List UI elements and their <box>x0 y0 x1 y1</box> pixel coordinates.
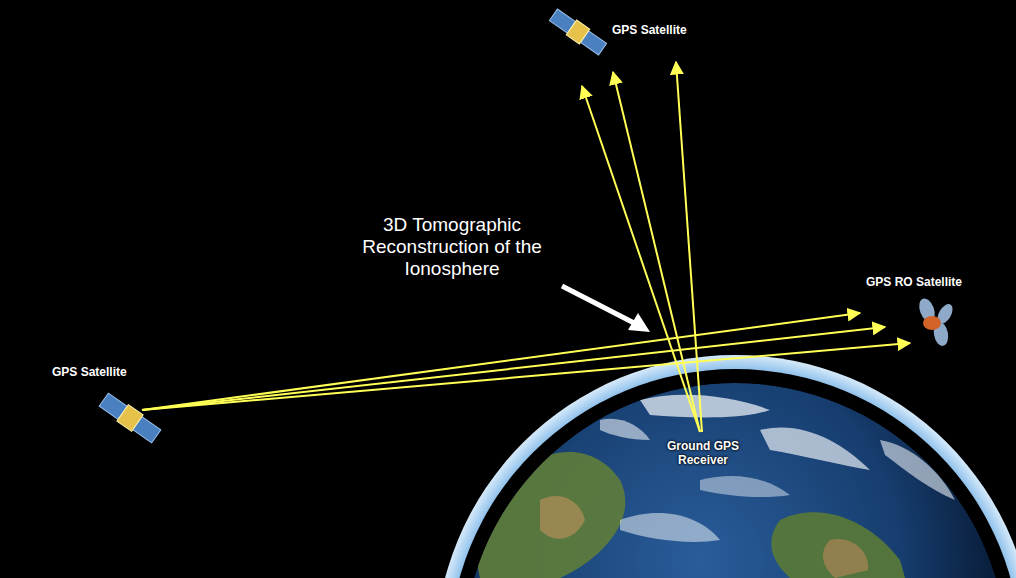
gps-satellite-icon <box>548 7 607 56</box>
atmosphere-gap <box>449 369 1016 578</box>
gps-satellite-icon <box>98 391 162 444</box>
earth <box>463 383 1007 578</box>
ionosphere-shell <box>435 355 1016 578</box>
receiver-label: Ground GPS Receiver <box>662 440 744 468</box>
callout-label: 3D Tomographic Reconstruction of the Ion… <box>345 214 560 280</box>
ro-satellite-icon <box>916 296 955 347</box>
satellite-label: GPS Satellite <box>52 366 127 380</box>
satellite-label: GPS RO Satellite <box>866 276 962 290</box>
pointer-arrow <box>562 286 650 332</box>
signal-paths <box>142 62 910 432</box>
satellite-label: GPS Satellite <box>612 24 687 38</box>
